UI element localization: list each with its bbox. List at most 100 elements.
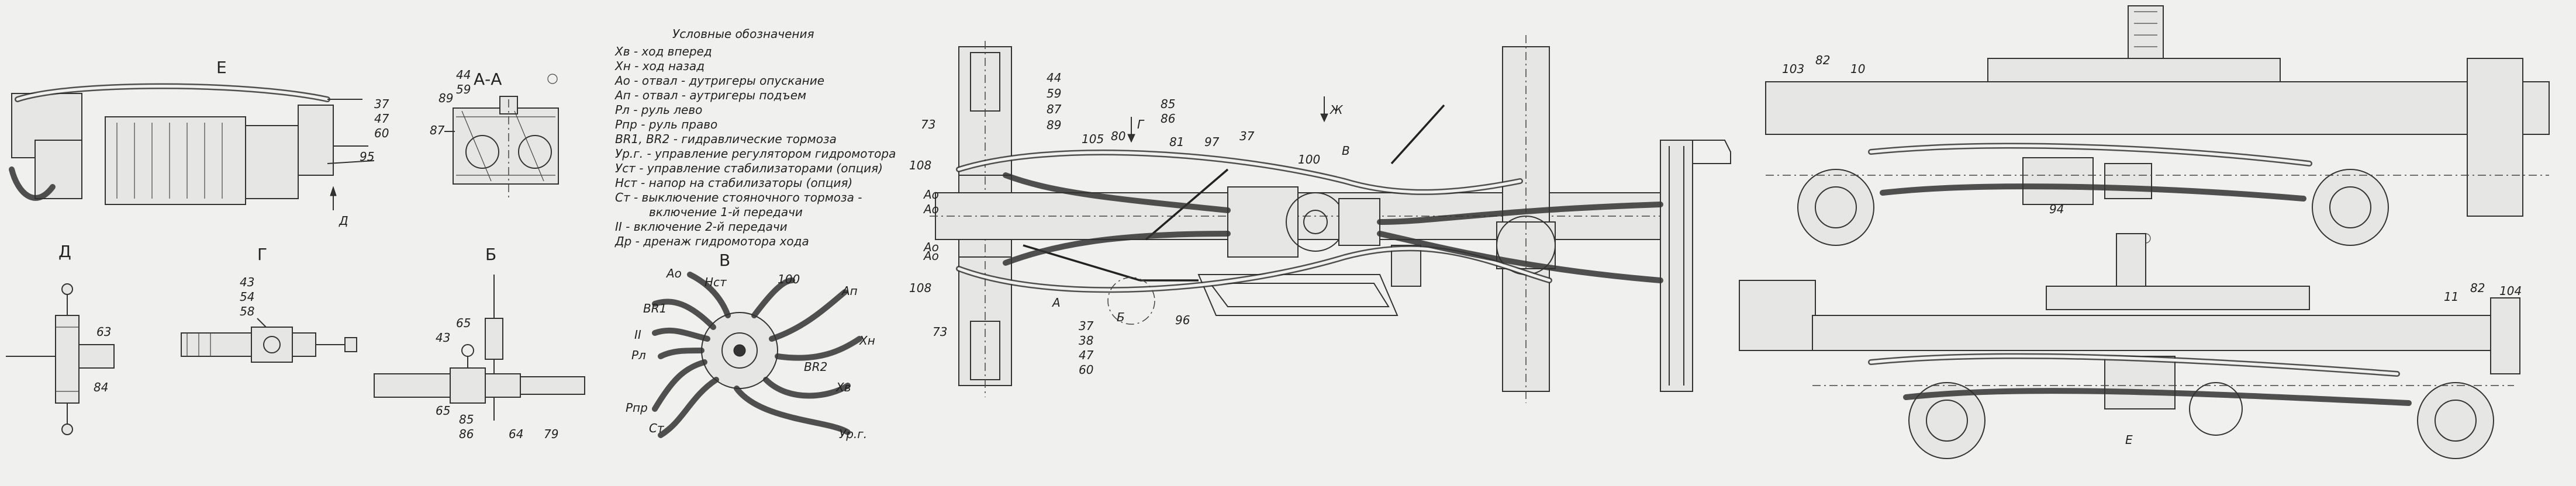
view-g: Г 43 54 58 xyxy=(181,245,357,363)
callout-r-10: 10 xyxy=(1850,62,1865,76)
view-b-mark: Б xyxy=(1117,310,1125,324)
b-hose-left xyxy=(374,373,451,398)
section-aa-mark-icon xyxy=(547,74,558,84)
bottom-motor xyxy=(2104,356,2176,409)
frame-side xyxy=(1765,81,2550,135)
callout-v-br2: BR2 xyxy=(804,360,827,374)
legend-item: Уст - управление стабилизаторами (опция) xyxy=(615,161,883,175)
callout-r-82: 82 xyxy=(1815,53,1830,67)
view-e-title: Е xyxy=(216,58,227,77)
wheel-rear xyxy=(2312,169,2389,246)
callout-b-79: 79 xyxy=(544,427,558,441)
callout-g-43: 43 xyxy=(240,275,254,289)
bottom-bracket xyxy=(2046,286,2310,310)
legend-item: II - включение 2-й передачи xyxy=(615,220,788,234)
wheel-front xyxy=(1797,169,1874,246)
callout-m-47: 47 xyxy=(1079,348,1094,362)
legend-item: Ур.г. - управление регулятором гидромото… xyxy=(615,147,896,161)
legend-item: Ст - выключение стояночного тормоза - xyxy=(615,190,862,204)
callout-m-44: 44 xyxy=(1047,71,1061,85)
legend-item: Др - дренаж гидромотора хода xyxy=(614,234,809,248)
legend-item: Хн - ход назад xyxy=(614,59,705,73)
g-fitting xyxy=(251,327,293,363)
callout-r-11: 11 xyxy=(2444,290,2458,304)
legend-item: включение 1-й передачи xyxy=(649,205,803,219)
callout-v-rpr: Рпр xyxy=(626,401,648,415)
callout-v-ao: Ао xyxy=(665,266,682,280)
callout-v-rl: Рл xyxy=(631,348,646,362)
view-g-arrow-label: Г xyxy=(1137,117,1145,131)
callout-v-100: 100 xyxy=(778,272,800,286)
callout-m-ao1: Ao xyxy=(923,188,939,202)
d-fitting-body xyxy=(55,315,80,404)
callout-b-86: 86 xyxy=(459,427,474,441)
wheel-bottom-front xyxy=(1908,382,1985,459)
callout-m-60: 60 xyxy=(1079,363,1093,377)
hydraulic-pump-group xyxy=(1227,186,1299,258)
callout-v-xn: Хн xyxy=(859,334,875,348)
callout-m-73a: 73 xyxy=(921,117,935,131)
side-view-top: 103 82 10 94 Ж xyxy=(1765,5,2550,246)
callout-r-94: 94 xyxy=(2049,202,2064,216)
legend-item: Ап - отвал - аутригеры подъем xyxy=(614,88,806,102)
callout-aa-44: 44 xyxy=(456,68,471,82)
legend-item: Хв - ход вперед xyxy=(614,44,712,58)
legend-item: Рл - руль лево xyxy=(615,103,702,117)
callout-b-85: 85 xyxy=(459,412,474,426)
callout-g-54: 54 xyxy=(240,290,254,304)
callout-m-80: 80 xyxy=(1111,129,1125,143)
view-d-title: Д xyxy=(58,242,71,261)
callout-v-st: Ст xyxy=(649,421,665,435)
callout-v-br1: BR1 xyxy=(643,301,667,315)
front-cabin xyxy=(1739,280,1816,351)
rear-frame xyxy=(1660,140,1693,392)
callout-b-65b: 65 xyxy=(436,404,450,418)
callout-m-85: 85 xyxy=(1161,97,1175,111)
view-v-mark: В xyxy=(1342,144,1350,158)
b-tee xyxy=(450,367,486,404)
callout-d-63: 63 xyxy=(96,325,111,339)
callout-m-100: 100 xyxy=(1298,152,1320,166)
view-e: Е 37 47 60 95 Д xyxy=(9,58,389,228)
callout-e-37: 37 xyxy=(374,97,389,111)
callout-b-65a: 65 xyxy=(456,316,471,330)
callout-m-ao4: Ao xyxy=(923,249,939,263)
callout-g-58: 58 xyxy=(240,304,254,318)
b-vertical-fitting xyxy=(485,318,503,360)
view-d-arrow-label: Д xyxy=(339,214,348,228)
callout-m-97: 97 xyxy=(1204,135,1220,149)
pump-lower xyxy=(34,140,82,199)
section-a-mark: А xyxy=(1051,296,1061,310)
upper-bracket xyxy=(1987,58,2281,82)
legend-item: BR1, BR2 - гидравлические тормоза xyxy=(615,132,837,146)
legend-item: Ао - отвал - дутригеры опускание xyxy=(614,74,824,88)
callout-m-96: 96 xyxy=(1175,313,1190,327)
callout-m-59: 59 xyxy=(1047,86,1061,100)
section-aa-title: А-А xyxy=(474,70,502,89)
callout-aa-89: 89 xyxy=(438,91,453,105)
legend-title: Условные обозначения xyxy=(672,27,814,41)
view-d: Д 63 84 xyxy=(6,242,115,435)
callout-b-43: 43 xyxy=(436,331,450,345)
view-g-title: Г xyxy=(257,245,267,264)
motor-end xyxy=(245,125,299,199)
callout-m-38: 38 xyxy=(1079,334,1093,348)
valve-block xyxy=(298,105,334,176)
side-motor xyxy=(2022,157,2094,205)
callout-aa-59: 59 xyxy=(456,82,471,96)
manifold-section xyxy=(453,107,559,185)
view-b-title: Б xyxy=(485,245,496,264)
legend: Условные обозначения Хв - ход вперед Хн … xyxy=(614,27,896,248)
callout-m-86: 86 xyxy=(1161,112,1175,126)
main-chassis-plan: 44 59 87 89 73 108 108 73 105 80 85 86 8… xyxy=(909,35,1731,403)
callout-v-ii: II xyxy=(634,328,641,342)
callout-aa-87: 87 xyxy=(430,123,445,137)
callout-m-108b: 108 xyxy=(909,281,931,295)
callout-m-105: 105 xyxy=(1082,132,1104,146)
legend-item: Рпр - руль право xyxy=(615,117,717,131)
legend-item: Нст - напор на стабилизаторы (опция) xyxy=(615,176,852,190)
callout-m-73b: 73 xyxy=(933,325,947,339)
callout-m-108a: 108 xyxy=(909,158,931,172)
view-b: Б 43 65 65 85 86 64 79 xyxy=(374,245,585,441)
